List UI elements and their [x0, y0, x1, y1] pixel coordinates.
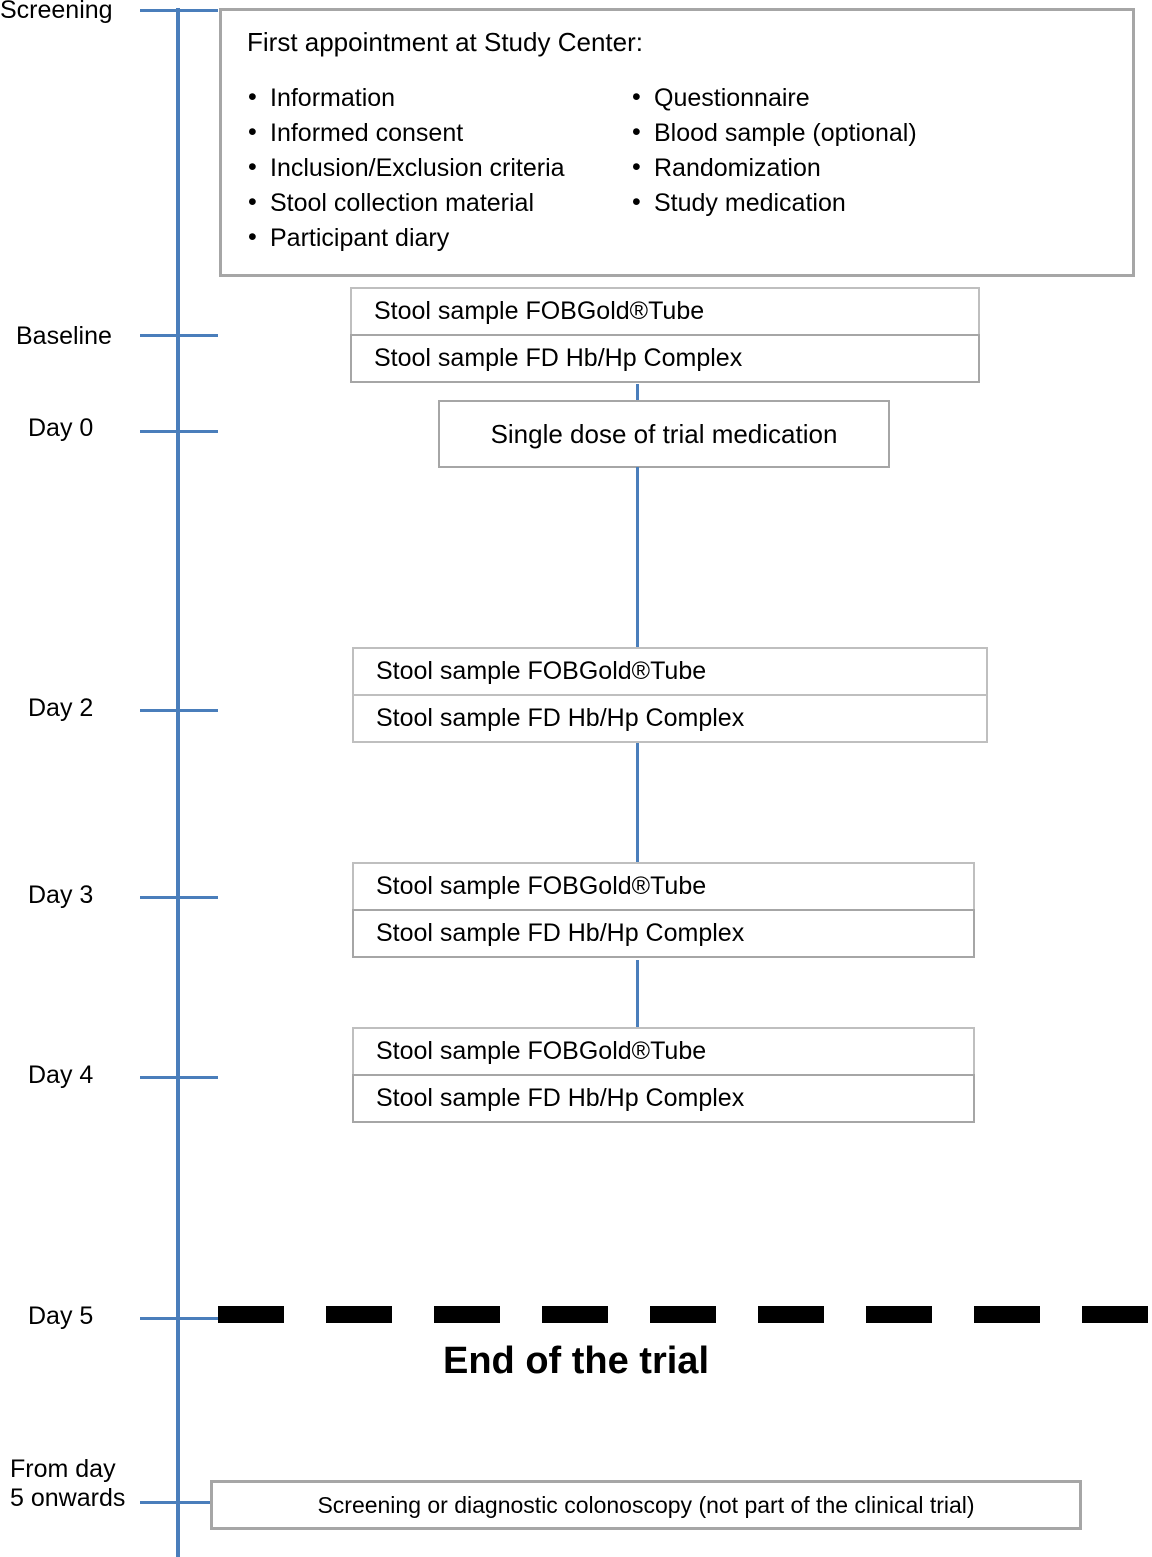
list-item: Informed consent: [246, 115, 565, 151]
timeline-tick-day5: [140, 1317, 218, 1320]
first-appointment-title: First appointment at Study Center:: [247, 27, 643, 57]
timeline-tick-day3: [140, 896, 218, 899]
colonoscopy-box: Screening or diagnostic colonoscopy (not…: [210, 1480, 1082, 1530]
appointment-right-list: Questionnaire Blood sample (optional) Ra…: [630, 80, 917, 221]
stool-sample-fdhbhp-label: Stool sample FD Hb/Hp Complex: [376, 919, 745, 947]
timeline-label-from-day-5: From day 5 onwards: [10, 1455, 126, 1512]
stool-sample-fdhbhp-label: Stool sample FD Hb/Hp Complex: [374, 344, 743, 372]
timeline-label-day0: Day 0: [28, 414, 94, 442]
list-item: Information: [246, 80, 565, 116]
list-item: Randomization: [630, 150, 917, 186]
timeline-label-day4: Day 4: [28, 1061, 94, 1089]
stool-sample-group-baseline: Stool sample FOBGold®Tube Stool sample F…: [350, 287, 980, 383]
stool-sample-fobgold-row: Stool sample FOBGold®Tube: [350, 287, 980, 336]
stool-sample-fobgold-row: Stool sample FOBGold®Tube: [352, 647, 988, 696]
stool-sample-fdhbhp-row: Stool sample FD Hb/Hp Complex: [352, 909, 975, 958]
stool-sample-fobgold-row: Stool sample FOBGold®Tube: [352, 862, 975, 911]
colonoscopy-label: Screening or diagnostic colonoscopy (not…: [317, 1491, 975, 1518]
connector-day2-to-day3: [636, 743, 639, 864]
single-dose-label: Single dose of trial medication: [490, 418, 838, 449]
stool-sample-fobgold-label: Stool sample FOBGold®Tube: [376, 657, 707, 685]
stool-sample-fdhbhp-row: Stool sample FD Hb/Hp Complex: [350, 334, 980, 383]
timeline-tick-day2: [140, 709, 218, 712]
connector-single-dose-to-day2: [636, 467, 639, 649]
timeline-label-baseline: Baseline: [16, 322, 112, 350]
stool-sample-fdhbhp-label: Stool sample FD Hb/Hp Complex: [376, 1084, 745, 1112]
timeline-label-day5: Day 5: [28, 1302, 94, 1330]
timeline-tick-screening: [140, 9, 218, 12]
stool-sample-fdhbhp-row: Stool sample FD Hb/Hp Complex: [352, 1074, 975, 1123]
appointment-left-list: Information Informed consent Inclusion/E…: [246, 80, 565, 256]
stool-sample-group-day3: Stool sample FOBGold®Tube Stool sample F…: [352, 862, 975, 958]
list-item: Questionnaire: [630, 80, 917, 116]
stool-sample-fdhbhp-label: Stool sample FD Hb/Hp Complex: [376, 704, 745, 732]
timeline-tick-day0: [140, 430, 218, 433]
timeline-label-day2: Day 2: [28, 694, 94, 722]
stool-sample-fobgold-row: Stool sample FOBGold®Tube: [352, 1027, 975, 1076]
stool-sample-fobgold-label: Stool sample FOBGold®Tube: [374, 297, 705, 325]
stool-sample-fobgold-label: Stool sample FOBGold®Tube: [376, 872, 707, 900]
stool-sample-fdhbhp-row: Stool sample FD Hb/Hp Complex: [352, 694, 988, 743]
first-appointment-box: First appointment at Study Center: Infor…: [219, 8, 1135, 277]
timeline-tick-from-day-5: [140, 1501, 218, 1504]
timeline-axis: [176, 8, 180, 1557]
list-item: Stool collection material: [246, 185, 565, 221]
timeline-tick-baseline: [140, 334, 218, 337]
timeline-label-day3: Day 3: [28, 881, 94, 909]
end-of-trial-label: End of the trial: [443, 1340, 709, 1382]
timeline-label-screening: Screening: [0, 0, 113, 24]
stool-sample-fobgold-label: Stool sample FOBGold®Tube: [376, 1037, 707, 1065]
list-item: Inclusion/Exclusion criteria: [246, 150, 565, 186]
connector-day3-to-day4: [636, 960, 639, 1028]
single-dose-medication-box: Single dose of trial medication: [438, 400, 890, 468]
list-item: Study medication: [630, 185, 917, 221]
list-item: Participant diary: [246, 220, 565, 256]
timeline-tick-day4: [140, 1076, 218, 1079]
stool-sample-group-day4: Stool sample FOBGold®Tube Stool sample F…: [352, 1027, 975, 1123]
end-of-trial-dashed-rule: [218, 1306, 1152, 1323]
stool-sample-group-day2: Stool sample FOBGold®Tube Stool sample F…: [352, 647, 988, 743]
list-item: Blood sample (optional): [630, 115, 917, 151]
connector-baseline-to-single-dose: [636, 384, 639, 402]
